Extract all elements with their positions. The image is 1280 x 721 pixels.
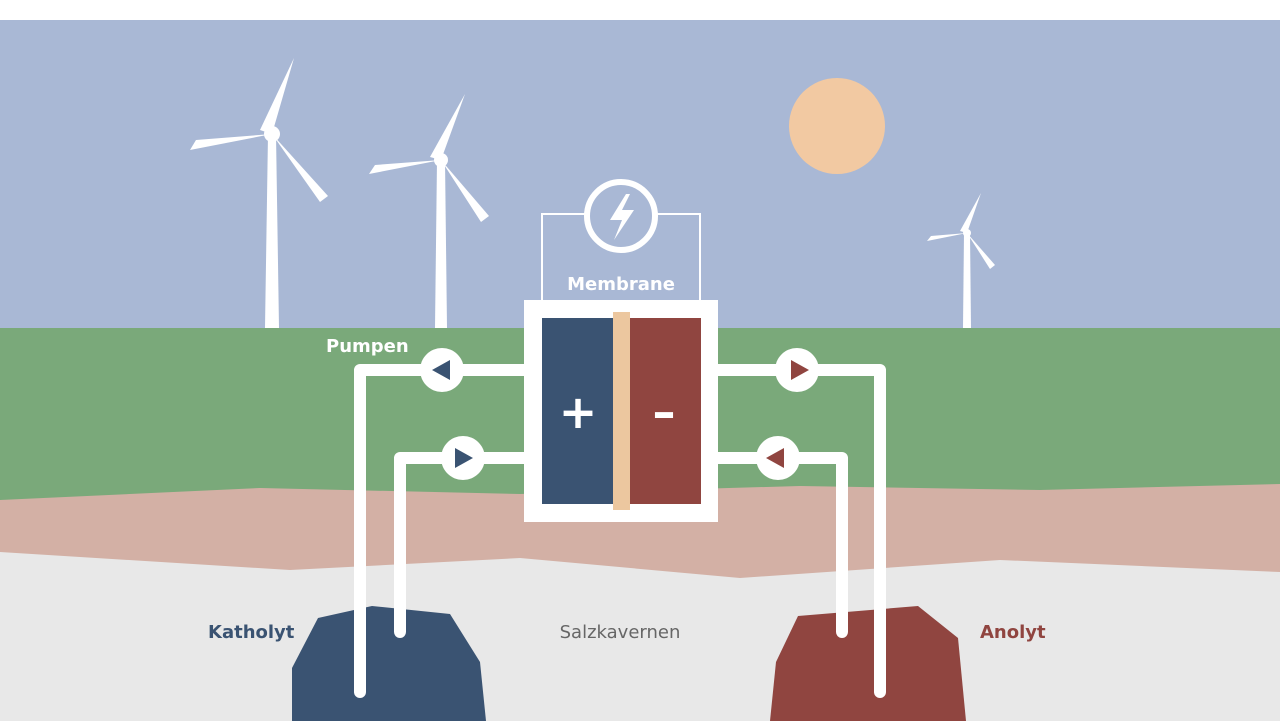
- membrane-label: Membrane: [567, 274, 675, 295]
- wind-turbine-icon: [927, 193, 995, 328]
- pumps-label: Pumpen: [326, 336, 409, 357]
- pump-catholyte-out: [420, 348, 464, 392]
- anolyte-label: Anolyt: [980, 622, 1046, 643]
- membrane: [613, 312, 630, 510]
- plus-sign: +: [559, 385, 598, 439]
- pump-catholyte-in: [441, 436, 485, 480]
- sun-icon: [789, 78, 885, 174]
- pump-anolyte-in: [756, 436, 800, 480]
- top-white-strip: [0, 0, 1280, 20]
- anode-half-cell: [628, 318, 701, 504]
- catholyte-outer-pipe: [354, 364, 532, 698]
- catholyte-tank: [292, 606, 486, 721]
- pump-anolyte-out: [775, 348, 819, 392]
- catholyte-label: Katholyt: [208, 622, 295, 643]
- cathode-half-cell: [542, 318, 615, 504]
- anolyte-outer-pipe: [710, 364, 886, 698]
- salt-caverns-label: Salzkavernen: [560, 622, 681, 643]
- sky: [0, 20, 1280, 330]
- wind-turbine-icon: [369, 94, 489, 328]
- minus-sign: –: [653, 385, 676, 439]
- lightning-bolt-icon: [584, 179, 658, 253]
- wind-turbine-icon: [190, 58, 328, 328]
- electric-circuit-wire: [541, 213, 701, 300]
- anolyte-tank: [770, 606, 966, 721]
